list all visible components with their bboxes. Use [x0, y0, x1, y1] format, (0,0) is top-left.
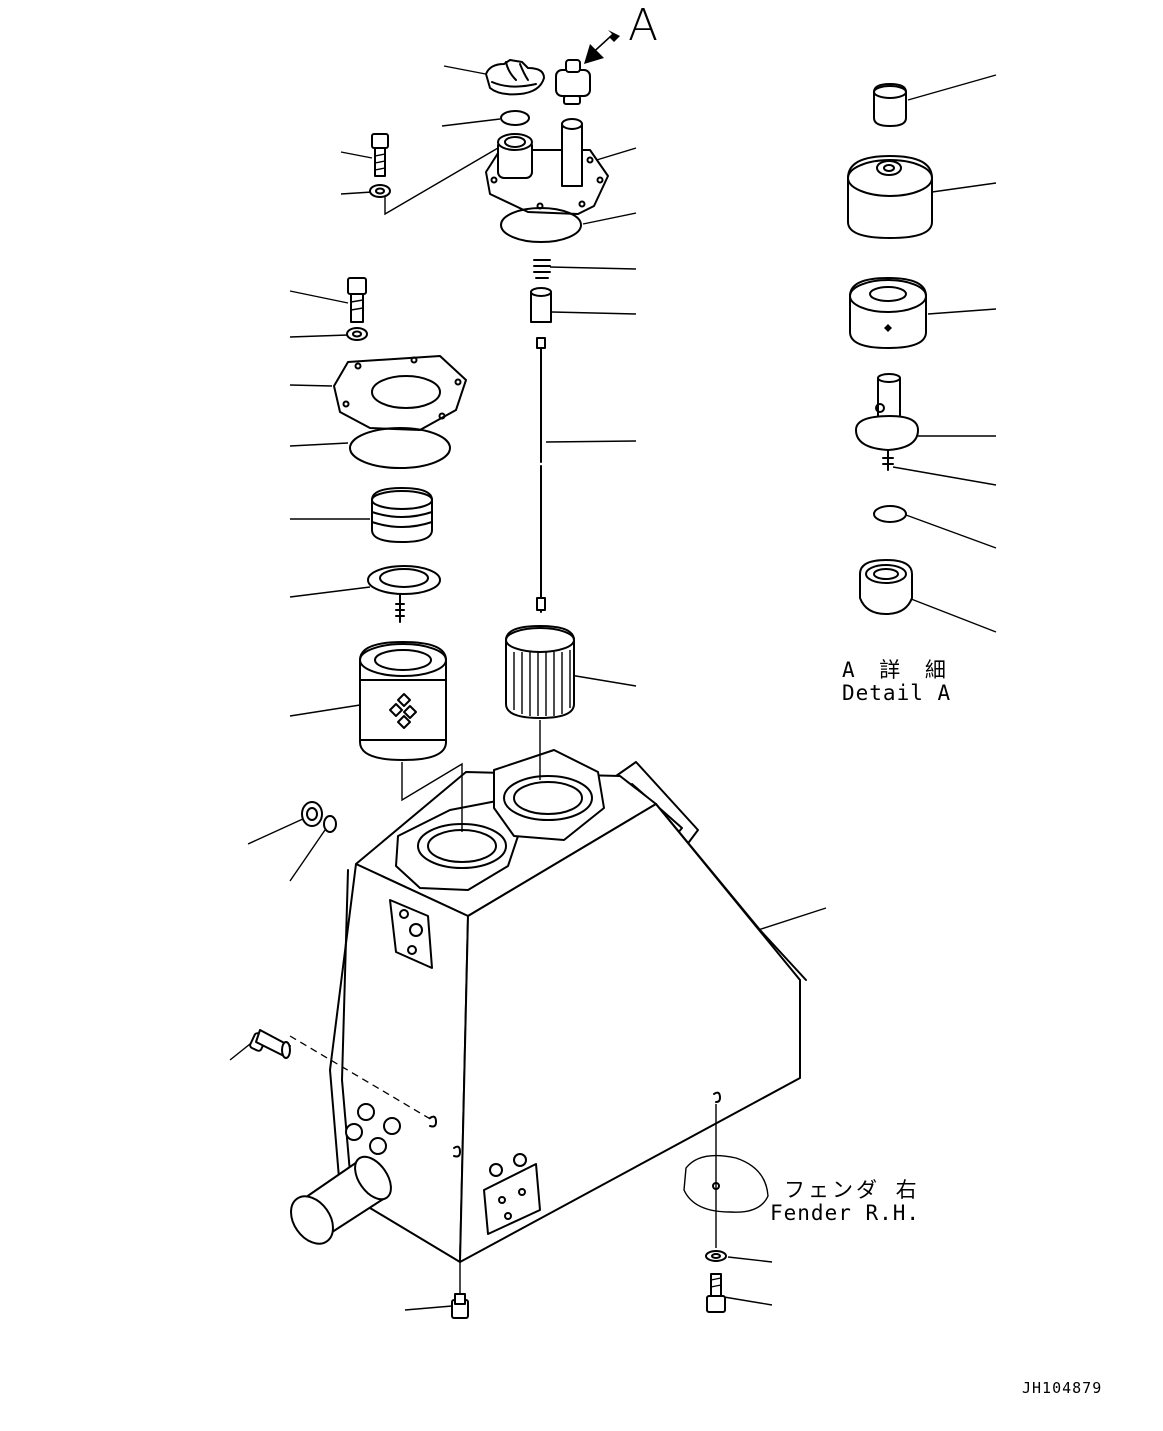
port-fittings [345, 1103, 401, 1155]
detail-a-label-english: Detail A [842, 681, 952, 705]
filter-spring [371, 487, 433, 543]
level-gauge [389, 899, 433, 969]
gasket-left [349, 427, 451, 469]
fender-label-japanese: フェンダ 右 [784, 1178, 920, 1202]
bolt-top [371, 133, 389, 177]
drawing-number: JH104879 [1022, 1379, 1103, 1397]
breather-cap [485, 59, 545, 96]
bypass-valve [367, 565, 441, 623]
washer-left [346, 327, 368, 341]
bolt-left [347, 277, 367, 323]
gasket-top [500, 207, 582, 243]
air-vent-valve [555, 59, 591, 105]
view-marker-label: A [628, 0, 659, 51]
spring [533, 259, 551, 279]
fender-label-english: Fender R.H. [770, 1201, 921, 1225]
o-ring-small [500, 110, 530, 126]
filter-element-left [359, 641, 447, 761]
filler-cover-plate [485, 118, 609, 215]
detail-a-group [847, 83, 933, 615]
washer-bottom [705, 1250, 727, 1262]
strainer-rod [536, 337, 546, 613]
assembly-guides [289, 720, 717, 1296]
washer-top [369, 184, 391, 198]
nut [530, 287, 552, 323]
filter-cover [333, 355, 467, 431]
strainer-element [505, 625, 575, 719]
fender-rh [683, 1154, 769, 1213]
bolt-bottom-right [706, 1273, 726, 1313]
mounting-bolt [249, 1029, 291, 1059]
hydraulic-tank [290, 749, 807, 1263]
drain-plug [301, 801, 337, 833]
bolt-bottom-left [451, 1293, 469, 1319]
inspection-cover [483, 1153, 541, 1235]
detail-a-label-japanese: A 詳 細 [842, 658, 952, 682]
view-arrow-a-icon [584, 30, 620, 64]
tank-top-flanges [395, 749, 605, 891]
suction-pipe [290, 1155, 392, 1245]
leader-lines [229, 65, 997, 1311]
